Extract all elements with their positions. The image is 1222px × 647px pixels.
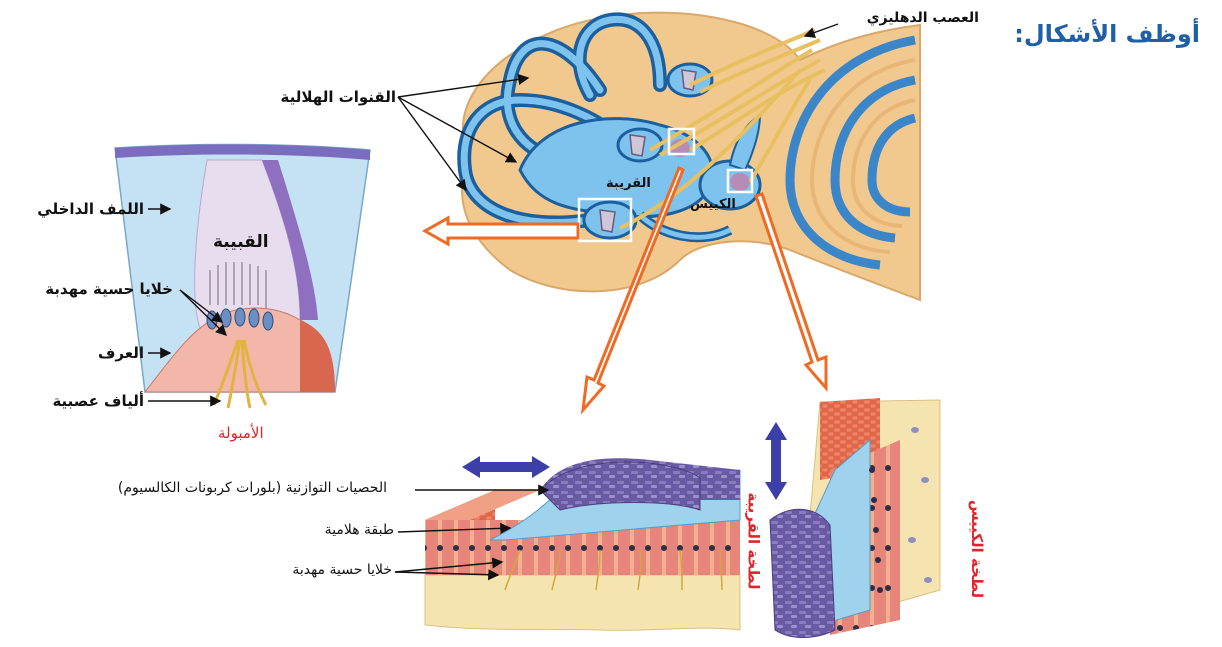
macula-saccule-diagram: [770, 398, 940, 638]
label-semicircular-canals: القنوات الهلالية: [281, 88, 396, 106]
label-nerve-fibers: ألياف عصبية: [52, 392, 144, 410]
label-ampulla: الأمبولة: [218, 424, 264, 442]
label-vestibular-nerve: العصب الدهليزي: [867, 10, 979, 26]
label-gel-layer: طبقة هلامية: [325, 522, 394, 538]
page-heading: أوظف الأشكال:: [1014, 20, 1200, 48]
label-macula-utricle: لطخة القريبة: [745, 492, 763, 589]
label-endolymph: اللمف الداخلي: [37, 200, 144, 218]
macula-utricle-diagram: [425, 458, 740, 630]
label-cupula: القبيبة: [213, 232, 269, 252]
label-otoliths: الحصيات التوازنية (بلورات كربونات الكالس…: [118, 480, 387, 496]
label-utricle: القريبة: [606, 176, 651, 191]
inner-ear-diagram: [462, 13, 920, 300]
label-hair-cells-macula: خلايا حسية مهدبة: [292, 562, 392, 578]
label-hair-cells-crista: خلايا حسية مهدبة: [45, 280, 173, 298]
label-macula-saccule: لطخة الكييس: [968, 500, 986, 598]
label-saccule: الكييس: [690, 197, 736, 212]
horizontal-motion-arrow: [462, 456, 550, 478]
ampulla-diagram: [115, 144, 370, 408]
label-crista: العرف: [98, 344, 144, 362]
vertical-motion-arrow: [765, 422, 787, 500]
